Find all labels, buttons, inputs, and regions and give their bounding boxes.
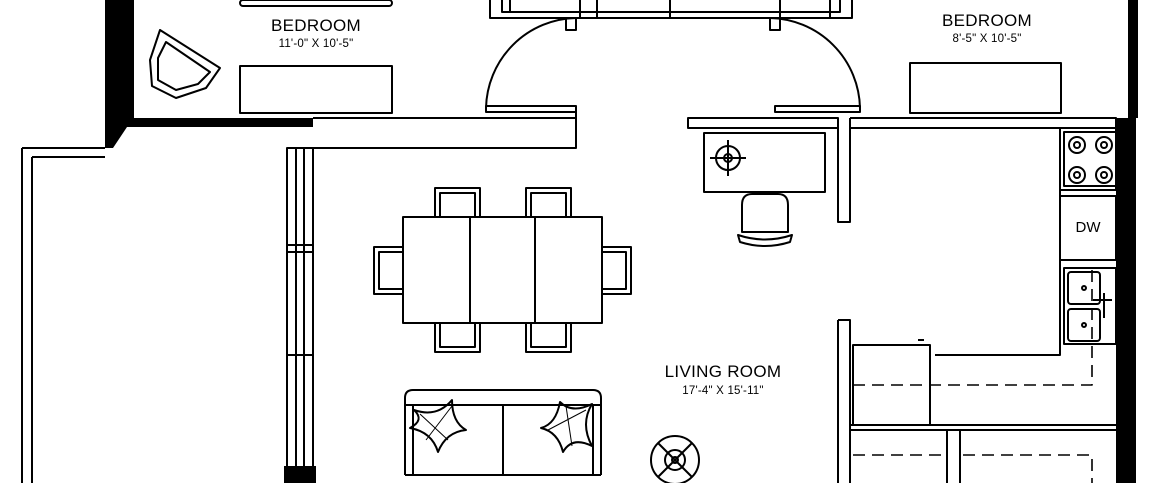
bed-foot <box>239 0 393 7</box>
left-bedroom-name: BEDROOM <box>271 16 361 35</box>
left-bedroom-dresser <box>239 65 393 114</box>
sink-icon <box>1063 267 1117 345</box>
armchair <box>149 29 221 99</box>
balcony <box>21 147 105 483</box>
right-bedroom-dresser <box>909 62 1062 114</box>
sofa-pillow-right <box>540 401 593 453</box>
sofa-pillow-left <box>409 399 467 453</box>
kitchen-counter <box>837 127 1116 483</box>
desk <box>703 132 826 193</box>
sofa <box>404 389 602 476</box>
right-bedroom-name: BEDROOM <box>942 11 1032 30</box>
dining-table <box>402 216 603 324</box>
right-bedroom-door <box>769 17 861 113</box>
living-room-name: LIVING ROOM <box>664 362 782 381</box>
left-bedroom-dimensions: 11'-0" X 10'-5" <box>278 38 354 50</box>
stove-icon <box>1059 127 1117 191</box>
interior-walls <box>313 0 1117 223</box>
living-room-dimensions: 17'-4" X 15'-11" <box>682 385 764 397</box>
right-upper-wall <box>1128 0 1138 118</box>
floor-lamp-icon <box>650 435 700 483</box>
dishwasher-label: DW <box>1075 219 1101 236</box>
upper-cabinets <box>853 268 1093 483</box>
desk-lamp-icon <box>710 140 746 176</box>
desk-chair <box>737 193 793 247</box>
dishwasher <box>1059 195 1117 261</box>
right-bedroom-dimensions: 8'-5" X 10'-5" <box>952 33 1022 45</box>
right-exterior-wall <box>1116 118 1136 483</box>
left-bedroom-outer-wall <box>105 0 313 148</box>
left-bedroom-door <box>485 17 577 113</box>
sliding-door <box>284 147 316 483</box>
dining-chairs <box>373 187 632 353</box>
